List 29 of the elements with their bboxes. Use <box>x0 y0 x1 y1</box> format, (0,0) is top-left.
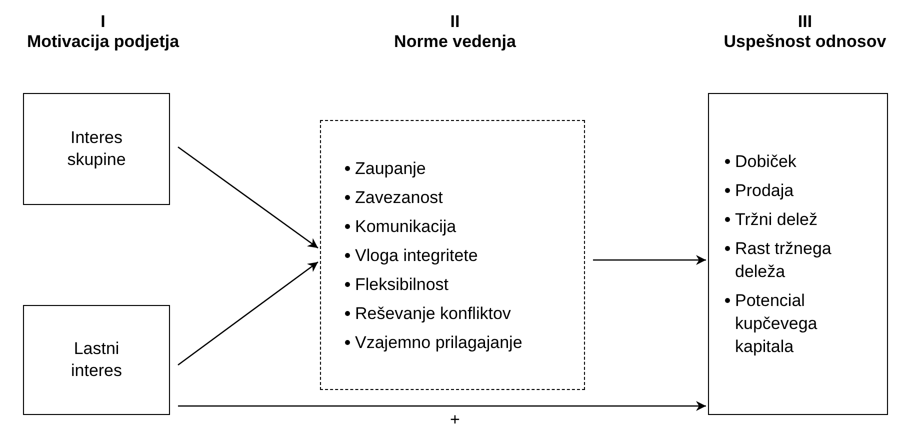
list-item: Reševanje konfliktov <box>355 302 511 324</box>
column-heading: Motivacija podjetja <box>26 32 180 52</box>
sign-label: + <box>450 410 460 430</box>
arrow <box>178 401 706 411</box>
arrow <box>178 146 318 249</box>
process-box <box>23 93 170 205</box>
arrow <box>178 261 318 366</box>
list-item: Dobiček <box>735 151 798 173</box>
column-heading: II <box>450 12 460 32</box>
outcome-box <box>708 93 888 415</box>
list-item: Rast tržnega deleža <box>735 238 832 283</box>
list-item: Fleksibilnost <box>355 274 449 296</box>
list-item: Komunikacija <box>355 216 456 238</box>
arrow <box>593 255 706 265</box>
list-item: Tržni delež <box>735 209 819 231</box>
box-text: Lastni interes <box>70 338 124 382</box>
column-heading: I <box>100 12 106 32</box>
dashed-group-box <box>320 120 585 390</box>
column-heading: III <box>798 12 812 32</box>
list-item: Vloga integritete <box>355 244 478 266</box>
list-item: Zavezanost <box>355 186 443 208</box>
list-item: Prodaja <box>735 180 795 202</box>
list-item: Vzajemno prilagajanje <box>355 332 522 354</box>
box-text: Interes skupine <box>66 127 127 171</box>
column-heading: Uspešnost odnosov <box>724 32 886 52</box>
process-box <box>23 305 170 415</box>
list-item: Potencial kupčevega kapitala <box>735 290 818 358</box>
column-heading: Norme vedenja <box>394 32 516 52</box>
list-item: Zaupanje <box>355 158 426 180</box>
